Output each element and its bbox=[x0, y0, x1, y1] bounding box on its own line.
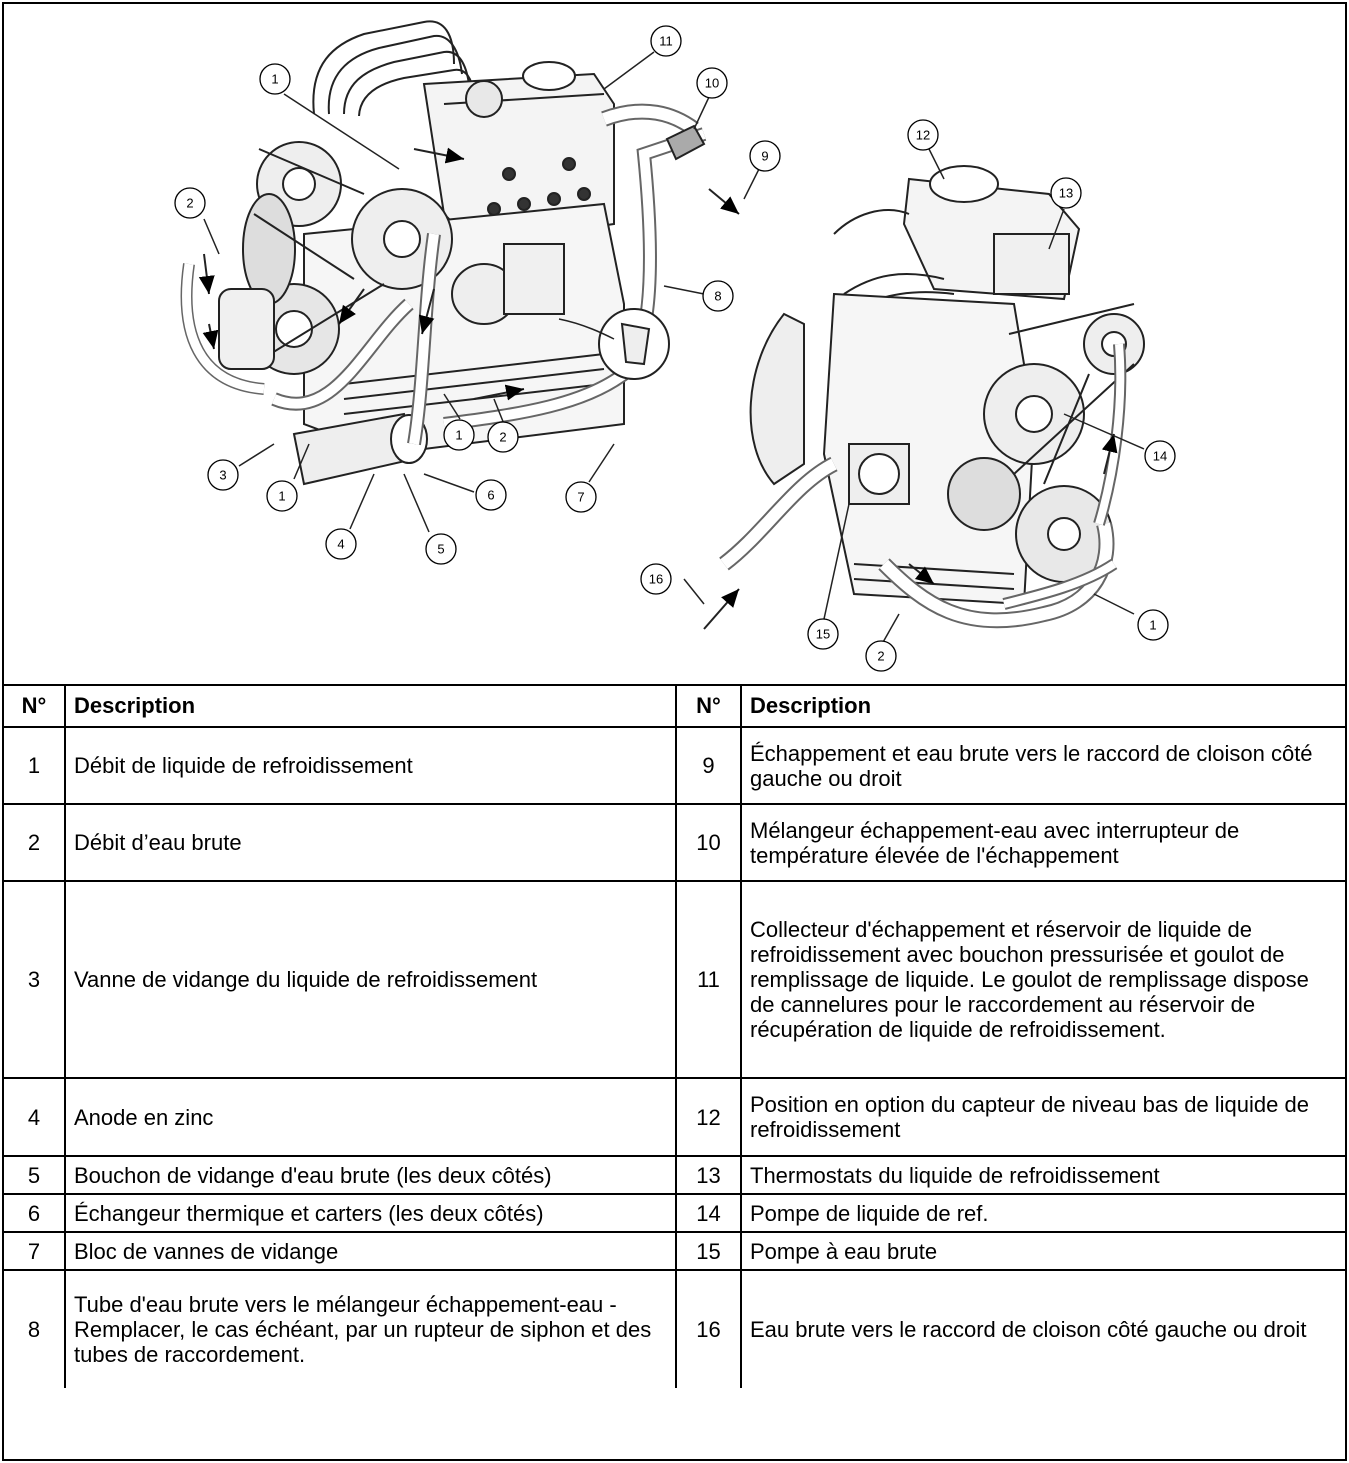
left-engine bbox=[180, 20, 760, 533]
row-number: 7 bbox=[4, 1231, 66, 1271]
row-number: 9 bbox=[675, 726, 742, 805]
callout-6: 6 bbox=[475, 479, 507, 511]
callout-12: 12 bbox=[907, 119, 939, 151]
svg-text:7: 7 bbox=[577, 490, 584, 505]
row-description: Échangeur thermique et carters (les deux… bbox=[64, 1193, 677, 1233]
svg-text:2: 2 bbox=[186, 196, 193, 211]
callout-group: 1 2 3 1 4 5 6 1 2 7 8 9 10 11 12 13 14 1… bbox=[174, 25, 1176, 672]
header-num-right: N° bbox=[675, 684, 742, 728]
row-number: 4 bbox=[4, 1077, 66, 1157]
table-row: 4 Anode en zinc 12 Position en option du… bbox=[4, 1077, 1345, 1157]
row-number: 12 bbox=[675, 1077, 742, 1157]
callout-15: 15 bbox=[807, 618, 839, 650]
svg-text:8: 8 bbox=[714, 289, 721, 304]
table-row: 6 Échangeur thermique et carters (les de… bbox=[4, 1193, 1345, 1233]
callout-5: 5 bbox=[425, 533, 457, 565]
callout-7: 7 bbox=[565, 481, 597, 513]
engine-drawing: 1 2 3 1 4 5 6 1 2 7 8 9 10 11 12 13 14 1… bbox=[174, 20, 1176, 672]
header-description-right: Description bbox=[740, 684, 1345, 728]
callout-8: 8 bbox=[702, 280, 734, 312]
svg-text:1: 1 bbox=[271, 72, 278, 87]
row-number: 8 bbox=[4, 1269, 66, 1388]
row-description: Collecteur d'échappement et réservoir de… bbox=[740, 880, 1345, 1079]
row-number: 14 bbox=[675, 1193, 742, 1233]
svg-text:3: 3 bbox=[219, 468, 226, 483]
svg-text:16: 16 bbox=[649, 572, 663, 587]
row-description: Bouchon de vidange d'eau brute (les deux… bbox=[64, 1155, 677, 1195]
table-row: 8 Tube d'eau brute vers le mélangeur éch… bbox=[4, 1269, 1345, 1388]
table-row: 3 Vanne de vidange du liquide de refroid… bbox=[4, 880, 1345, 1079]
svg-text:11: 11 bbox=[659, 34, 673, 49]
callout-4: 4 bbox=[325, 528, 357, 560]
row-description: Échappement et eau brute vers le raccord… bbox=[740, 726, 1345, 805]
svg-text:4: 4 bbox=[337, 537, 344, 552]
callout-3: 3 bbox=[207, 459, 239, 491]
row-description: Anode en zinc bbox=[64, 1077, 677, 1157]
row-number: 15 bbox=[675, 1231, 742, 1271]
row-number: 6 bbox=[4, 1193, 66, 1233]
svg-text:2: 2 bbox=[877, 649, 884, 664]
callout-2a: 2 bbox=[174, 187, 206, 219]
svg-text:14: 14 bbox=[1153, 449, 1167, 464]
svg-text:10: 10 bbox=[705, 76, 719, 91]
callout-14: 14 bbox=[1144, 440, 1176, 472]
row-number: 3 bbox=[4, 880, 66, 1079]
svg-text:12: 12 bbox=[916, 128, 930, 143]
row-description: Bloc de vannes de vidange bbox=[64, 1231, 677, 1271]
header-description-left: Description bbox=[64, 684, 677, 728]
table-row: 5 Bouchon de vidange d'eau brute (les de… bbox=[4, 1155, 1345, 1195]
callout-1b: 1 bbox=[266, 480, 298, 512]
callout-1d: 1 bbox=[1137, 609, 1169, 641]
engine-illustration: 1 2 3 1 4 5 6 1 2 7 8 9 10 11 12 13 14 1… bbox=[4, 4, 1345, 686]
legend-header-row: N° Description N° Description bbox=[4, 684, 1345, 728]
svg-text:1: 1 bbox=[1149, 618, 1156, 633]
callout-9: 9 bbox=[749, 140, 781, 172]
header-num-left: N° bbox=[4, 684, 66, 728]
callout-2b: 2 bbox=[487, 421, 519, 453]
row-number: 11 bbox=[675, 880, 742, 1079]
svg-text:1: 1 bbox=[455, 428, 462, 443]
callout-11: 11 bbox=[650, 25, 682, 57]
callout-1a: 1 bbox=[259, 63, 291, 95]
right-engine bbox=[683, 148, 1145, 645]
row-number: 2 bbox=[4, 803, 66, 882]
svg-text:15: 15 bbox=[816, 627, 830, 642]
row-number: 5 bbox=[4, 1155, 66, 1195]
callout-10: 10 bbox=[696, 67, 728, 99]
row-number: 10 bbox=[675, 803, 742, 882]
svg-text:5: 5 bbox=[437, 542, 444, 557]
table-row: 2 Débit d’eau brute 10 Mélangeur échappe… bbox=[4, 803, 1345, 882]
row-description: Vanne de vidange du liquide de refroidis… bbox=[64, 880, 677, 1079]
row-description: Débit d’eau brute bbox=[64, 803, 677, 882]
row-description: Débit de liquide de refroidissement bbox=[64, 726, 677, 805]
callout-2c: 2 bbox=[865, 640, 897, 672]
table-row: 1 Débit de liquide de refroidissement 9 … bbox=[4, 726, 1345, 805]
row-number: 16 bbox=[675, 1269, 742, 1388]
legend-table: N° Description N° Description 1 Débit de… bbox=[4, 684, 1345, 1388]
svg-text:6: 6 bbox=[487, 488, 494, 503]
row-description: Position en option du capteur de niveau … bbox=[740, 1077, 1345, 1157]
row-description: Pompe à eau brute bbox=[740, 1231, 1345, 1271]
callout-1c: 1 bbox=[443, 419, 475, 451]
svg-text:1: 1 bbox=[278, 489, 285, 504]
row-number: 1 bbox=[4, 726, 66, 805]
callout-16: 16 bbox=[640, 563, 672, 595]
callout-13: 13 bbox=[1050, 177, 1082, 209]
row-number: 13 bbox=[675, 1155, 742, 1195]
svg-text:9: 9 bbox=[761, 149, 768, 164]
svg-text:2: 2 bbox=[499, 430, 506, 445]
table-row: 7 Bloc de vannes de vidange 15 Pompe à e… bbox=[4, 1231, 1345, 1271]
row-description: Thermostats du liquide de refroidissemen… bbox=[740, 1155, 1345, 1195]
row-description: Mélangeur échappement-eau avec interrupt… bbox=[740, 803, 1345, 882]
svg-text:13: 13 bbox=[1059, 186, 1073, 201]
row-description: Tube d'eau brute vers le mélangeur échap… bbox=[64, 1269, 677, 1388]
row-description: Pompe de liquide de ref. bbox=[740, 1193, 1345, 1233]
row-description: Eau brute vers le raccord de cloison côt… bbox=[740, 1269, 1345, 1388]
